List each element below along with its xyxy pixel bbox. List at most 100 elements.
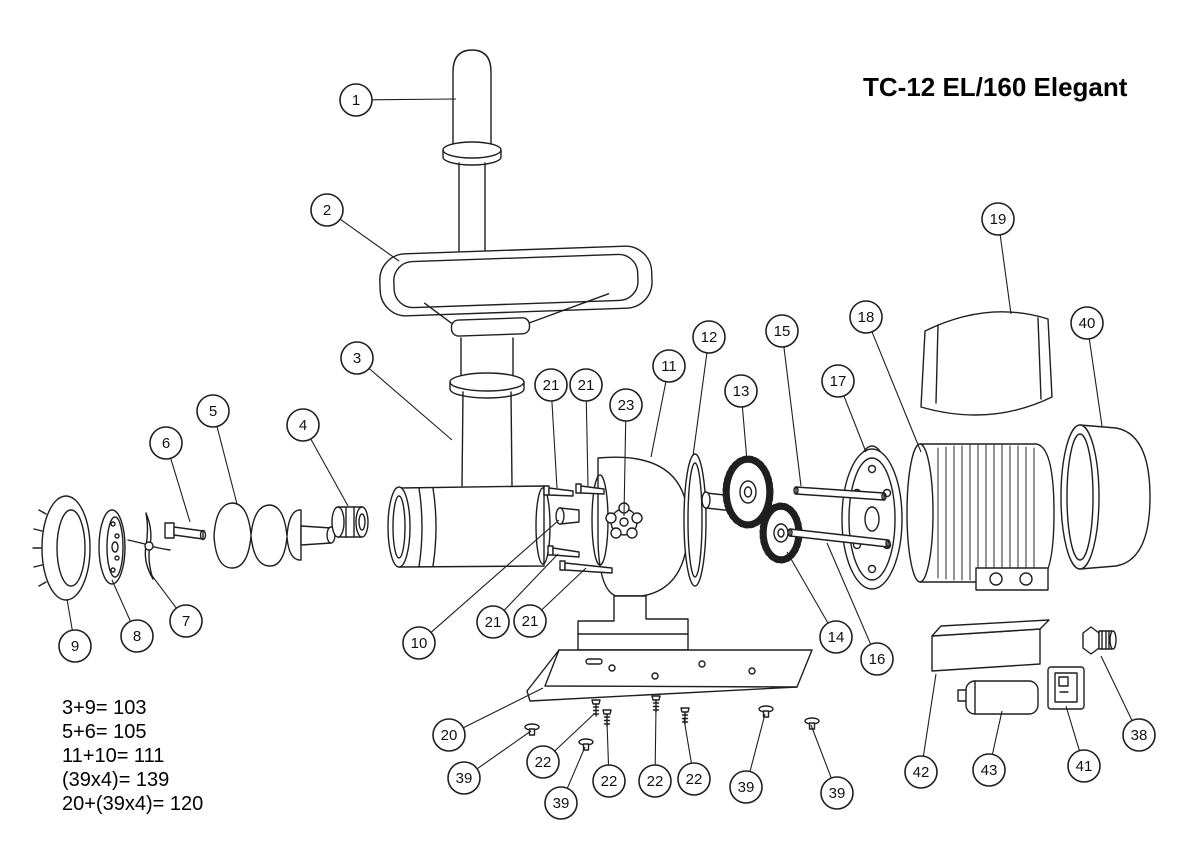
callout-number: 39 xyxy=(738,779,755,796)
screw xyxy=(547,545,580,558)
callout-bubble xyxy=(849,300,883,334)
callout-number: 13 xyxy=(733,383,750,400)
knife xyxy=(127,512,171,580)
diagram-title: TC-12 EL/160 Elegant xyxy=(863,72,1128,102)
callout-number: 17 xyxy=(830,373,847,390)
callout-leader xyxy=(999,234,1012,315)
callout-leader xyxy=(339,218,400,262)
formula-line: 20+(39x4)= 120 xyxy=(62,793,203,815)
callout-number: 43 xyxy=(981,762,998,779)
callout-bubble xyxy=(692,320,726,354)
callout-leader xyxy=(1065,705,1080,751)
callout-number: 22 xyxy=(686,771,703,788)
grinder-head xyxy=(387,337,551,568)
callout-leader xyxy=(650,381,667,458)
callout-number: 4 xyxy=(299,417,307,434)
callout-3: 3 xyxy=(340,341,453,441)
callout-leader xyxy=(566,746,586,789)
callout-bubble xyxy=(860,642,894,676)
grinding-plate xyxy=(98,509,126,585)
callout-1: 1 xyxy=(339,83,457,117)
callout-leader xyxy=(843,395,867,453)
callout-number: 40 xyxy=(1079,315,1096,332)
callout-leader xyxy=(111,579,132,622)
callout-leader xyxy=(1100,655,1133,721)
callout-number: 2 xyxy=(323,202,331,219)
screw xyxy=(602,709,612,727)
callout-bubble xyxy=(724,374,758,408)
callout-leader xyxy=(430,519,560,633)
callout-leader xyxy=(503,553,559,611)
callout-leader xyxy=(692,352,708,457)
callout-bubble xyxy=(819,620,853,654)
bearing-flange xyxy=(841,445,903,590)
pusher xyxy=(442,49,502,253)
callout-leader xyxy=(922,673,937,757)
callout-41: 41 xyxy=(1065,705,1101,783)
callout-leader xyxy=(310,438,349,507)
callout-number: 21 xyxy=(543,377,560,394)
callout-number: 42 xyxy=(913,764,930,781)
foot xyxy=(578,738,594,751)
callout-number: 9 xyxy=(71,638,79,655)
callout-number: 10 xyxy=(411,635,428,652)
callout-number: 5 xyxy=(209,403,217,420)
callout-bubble xyxy=(432,718,466,752)
screw xyxy=(543,485,574,497)
callout-21: 21 xyxy=(476,553,559,639)
callout-39: 39 xyxy=(729,713,766,804)
callout-leader xyxy=(476,730,532,770)
callout-14: 14 xyxy=(786,551,853,654)
screw xyxy=(559,560,613,574)
callout-bubble xyxy=(820,776,854,810)
screw xyxy=(651,695,661,713)
formula-line: 11+10= 111 xyxy=(62,745,164,767)
callout-number: 41 xyxy=(1076,758,1093,775)
callout-number: 1 xyxy=(352,92,360,109)
callout-23: 23 xyxy=(609,388,643,517)
callout-number: 22 xyxy=(535,754,552,771)
callout-number: 39 xyxy=(456,770,473,787)
tray xyxy=(379,245,653,337)
callout-leader xyxy=(810,724,832,779)
gear-small xyxy=(759,502,803,564)
callout-number: 11 xyxy=(661,358,677,375)
callout-bubble xyxy=(310,193,344,227)
callout-5: 5 xyxy=(196,394,238,505)
callout-leader xyxy=(371,98,457,101)
callout-bubble xyxy=(972,753,1006,787)
callout-22: 22 xyxy=(526,713,595,779)
callout-leader xyxy=(463,687,544,729)
callout-21: 21 xyxy=(534,368,568,489)
foot xyxy=(804,717,820,730)
callout-number: 20 xyxy=(441,727,458,744)
callout-bubble xyxy=(1067,749,1101,783)
callout-leader xyxy=(749,713,766,772)
coupling-sleeve xyxy=(331,506,369,538)
callout-number: 6 xyxy=(162,435,170,452)
callout-leader xyxy=(216,426,238,505)
callout-bubble xyxy=(120,619,154,653)
callout-bubble xyxy=(1122,718,1156,752)
auger xyxy=(213,502,336,569)
gasket xyxy=(683,453,707,587)
callout-leader xyxy=(826,542,872,645)
callout-leader xyxy=(683,718,692,764)
callout-leader xyxy=(170,458,191,523)
callout-20: 20 xyxy=(432,687,544,752)
callout-leader xyxy=(368,368,453,441)
power-switch xyxy=(1047,666,1085,710)
end-cap xyxy=(1060,424,1151,570)
callout-leader xyxy=(783,346,802,487)
callout-22: 22 xyxy=(638,706,672,798)
callout-11: 11 xyxy=(650,349,686,458)
gear-housing xyxy=(577,456,689,651)
drive-rod-lower xyxy=(787,528,891,548)
callout-18: 18 xyxy=(849,300,922,453)
screw xyxy=(591,699,601,717)
callout-bubble xyxy=(402,626,436,660)
